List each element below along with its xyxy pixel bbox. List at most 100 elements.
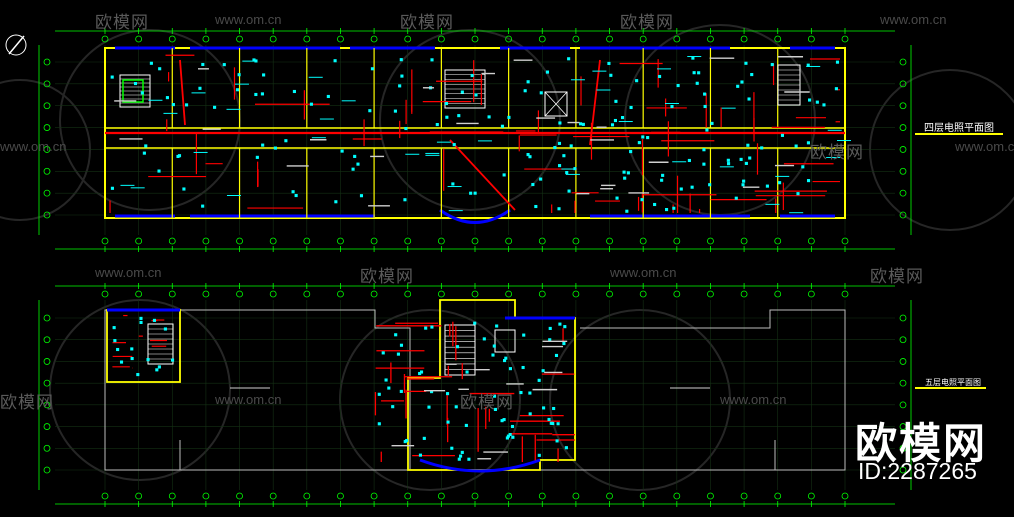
feeder-branch xyxy=(449,139,516,211)
elevator-shaft xyxy=(494,329,516,353)
axis-bubble xyxy=(606,35,613,43)
axis-bubble xyxy=(269,492,277,500)
light-fixture xyxy=(521,365,525,370)
axis-bubble xyxy=(43,336,51,344)
axis-bubble xyxy=(370,492,378,500)
watermark-circle xyxy=(49,299,231,481)
axis-bubble xyxy=(639,290,647,298)
axis-bubble xyxy=(370,290,378,298)
watermark-site: www.om.cn xyxy=(720,392,787,407)
light-fixture xyxy=(368,109,372,113)
light-fixture xyxy=(522,333,526,337)
light-fixture xyxy=(255,155,259,159)
light-fixture xyxy=(419,370,424,374)
light-fixture xyxy=(139,316,143,320)
light-fixture xyxy=(528,155,532,159)
light-fixture xyxy=(531,182,535,187)
light-fixture xyxy=(171,358,175,362)
light-fixture xyxy=(625,209,629,213)
light-fixture xyxy=(610,123,615,127)
light-fixture xyxy=(110,186,114,190)
light-fixture xyxy=(740,80,744,84)
feeder-branch xyxy=(179,59,186,126)
light-fixture xyxy=(377,422,381,426)
axis-bubble xyxy=(168,237,176,245)
light-fixture xyxy=(469,191,473,195)
axis-bubble xyxy=(337,492,344,500)
light-fixture xyxy=(629,105,633,110)
light-fixture xyxy=(750,73,754,77)
light-fixture xyxy=(710,121,714,125)
light-fixture xyxy=(235,88,240,92)
light-fixture xyxy=(695,81,699,85)
light-fixture xyxy=(400,74,404,78)
light-fixture xyxy=(746,143,750,147)
light-fixture xyxy=(815,100,819,104)
light-fixture xyxy=(157,169,161,173)
light-fixture xyxy=(470,73,474,78)
light-fixture xyxy=(526,153,530,157)
light-fixture xyxy=(506,434,510,438)
light-fixture xyxy=(309,102,313,106)
light-fixture xyxy=(557,207,561,211)
light-fixture xyxy=(547,417,551,422)
light-fixture xyxy=(398,84,402,88)
light-fixture xyxy=(254,92,258,97)
light-fixture xyxy=(110,75,114,79)
light-fixture xyxy=(801,165,805,169)
axis-bubble xyxy=(774,290,782,298)
light-fixture xyxy=(130,357,134,361)
light-fixture xyxy=(370,67,374,71)
elevator-shaft xyxy=(544,91,568,117)
light-fixture xyxy=(564,446,568,450)
light-fixture xyxy=(734,196,738,200)
axis-bubble xyxy=(707,492,714,500)
axis-bubble xyxy=(707,237,714,245)
light-fixture xyxy=(467,457,471,461)
light-fixture xyxy=(635,79,639,83)
light-fixture xyxy=(626,171,630,175)
axis-bubble xyxy=(841,237,849,245)
axis-bubble xyxy=(337,237,344,245)
light-fixture xyxy=(405,438,409,443)
light-fixture xyxy=(665,208,669,212)
axis-bubble xyxy=(774,35,782,43)
watermark-site: www.om.cn xyxy=(95,265,162,280)
axis-bubble xyxy=(404,35,412,43)
light-fixture xyxy=(144,144,148,148)
light-fixture xyxy=(455,345,460,349)
axis-bubble xyxy=(404,290,412,298)
axis-bubble xyxy=(43,102,51,110)
light-fixture xyxy=(697,71,701,75)
light-fixture xyxy=(460,90,464,94)
light-fixture xyxy=(500,419,504,423)
axis-bubble xyxy=(807,35,815,43)
axis-bubble xyxy=(707,35,714,43)
light-fixture xyxy=(670,104,674,109)
axis-bubble xyxy=(572,35,580,43)
light-fixture xyxy=(284,139,288,143)
watermark-circle xyxy=(339,309,521,491)
axis-bubble xyxy=(43,466,51,474)
axis-bubble xyxy=(337,35,344,43)
watermark-circle xyxy=(379,29,561,211)
axis-bubble xyxy=(572,237,580,245)
light-fixture xyxy=(457,457,461,461)
brand-logo-text: 欧模网 xyxy=(855,419,988,468)
light-fixture xyxy=(474,93,478,97)
watermark-circle xyxy=(0,79,91,221)
light-fixture xyxy=(422,436,426,440)
light-fixture xyxy=(140,91,144,95)
light-fixture xyxy=(201,62,205,67)
light-fixture xyxy=(539,177,543,181)
light-fixture xyxy=(537,453,541,457)
axis-bubble xyxy=(101,237,109,245)
light-fixture xyxy=(534,204,538,209)
light-fixture xyxy=(292,89,296,94)
light-fixture xyxy=(260,92,264,96)
light-fixture xyxy=(672,206,676,210)
light-fixture xyxy=(112,326,116,330)
light-fixture xyxy=(835,60,840,64)
